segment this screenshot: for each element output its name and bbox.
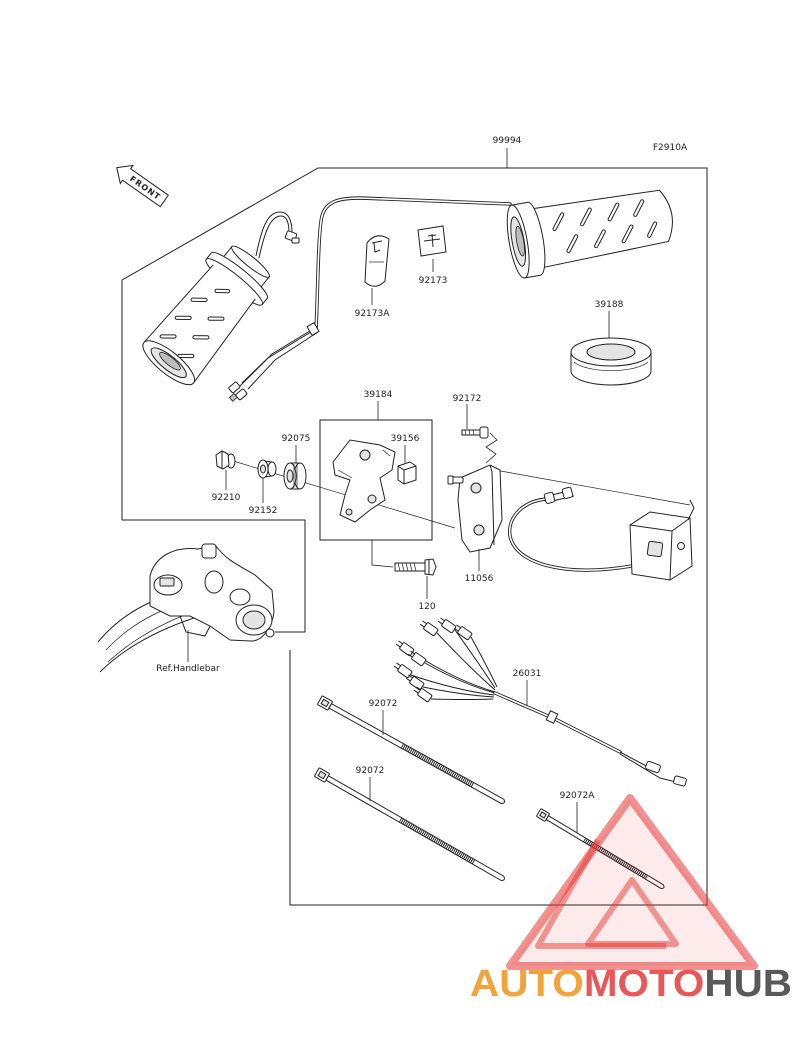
wire-connector [645,760,661,774]
switch-button-icon [646,540,664,558]
part-92172 [461,426,498,464]
part-92210 [215,450,236,470]
part-92072A-cable-tie [536,808,665,889]
part-number-label: 92152 [249,506,278,516]
part-number-label: 92172 [453,394,482,404]
part-number-label: 39156 [391,434,420,444]
left-grip [142,245,270,386]
heater-switch-unit [508,486,695,581]
wire-connector [407,650,427,667]
part-92152 [257,459,277,479]
part-number-label: 26031 [513,669,542,679]
part-number-label: 92072 [369,699,398,709]
part-number-label: 92210 [212,493,241,503]
part-number-label: 99994 [493,136,522,146]
wire-connector [395,640,415,657]
front-arrow-icon: FRONT [116,164,170,208]
right-grip [506,189,673,279]
watermark-text-part: HUB [704,963,792,1005]
watermark-text-part: MOTO [584,963,705,1005]
wire-connector [453,624,473,641]
wire-connector [543,491,556,504]
wire-connector [393,662,413,679]
wire-connector [673,775,687,787]
part-92173A [364,235,390,287]
wire-band [306,321,320,337]
logo-triangle-inner [585,877,679,947]
part-39188 [570,337,652,386]
wire-connector [405,674,425,691]
part-120 [371,540,437,576]
handlebar-reference [97,543,275,673]
part-number-label: 92075 [282,434,311,444]
part-number-label: 11056 [465,574,494,584]
part-26031-harness [393,617,687,787]
part-92075 [283,462,307,490]
part-number-label: 39188 [595,300,624,310]
wire-connector [291,237,300,244]
watermark-text-part: AUTO [470,963,584,1005]
part-11056 [447,464,503,553]
part-number-label: 92173 [419,276,448,286]
part-number-label: 120 [418,602,435,612]
part-39156 [397,461,417,485]
part-number-label: 39184 [364,390,393,400]
arrow-shape [116,164,170,208]
wire-connector [413,686,433,703]
wire-band [545,710,559,724]
reference-label: Ref.Handlebar [156,664,220,674]
wire-connector [561,486,574,499]
part-92173 [417,225,447,257]
assembly-axis-line [494,469,691,506]
part-number-label: 92173A [355,309,391,319]
part-39184 [319,419,433,541]
part-number-label: 92072 [356,766,385,776]
grip-wiring [228,196,512,402]
part-92072-cable-tie [314,767,505,882]
wire-connector [437,617,457,634]
part-92072-cable-tie [317,695,505,805]
leader-lines [187,148,610,833]
logo-triangle-outer [506,794,758,970]
part-number-label: 92072A [560,791,596,801]
bracket-group-box [319,419,433,541]
kit-outline [121,167,708,906]
wire-connector [228,381,241,394]
figure-code: F2910A [653,143,688,153]
wire-connector [419,620,439,637]
